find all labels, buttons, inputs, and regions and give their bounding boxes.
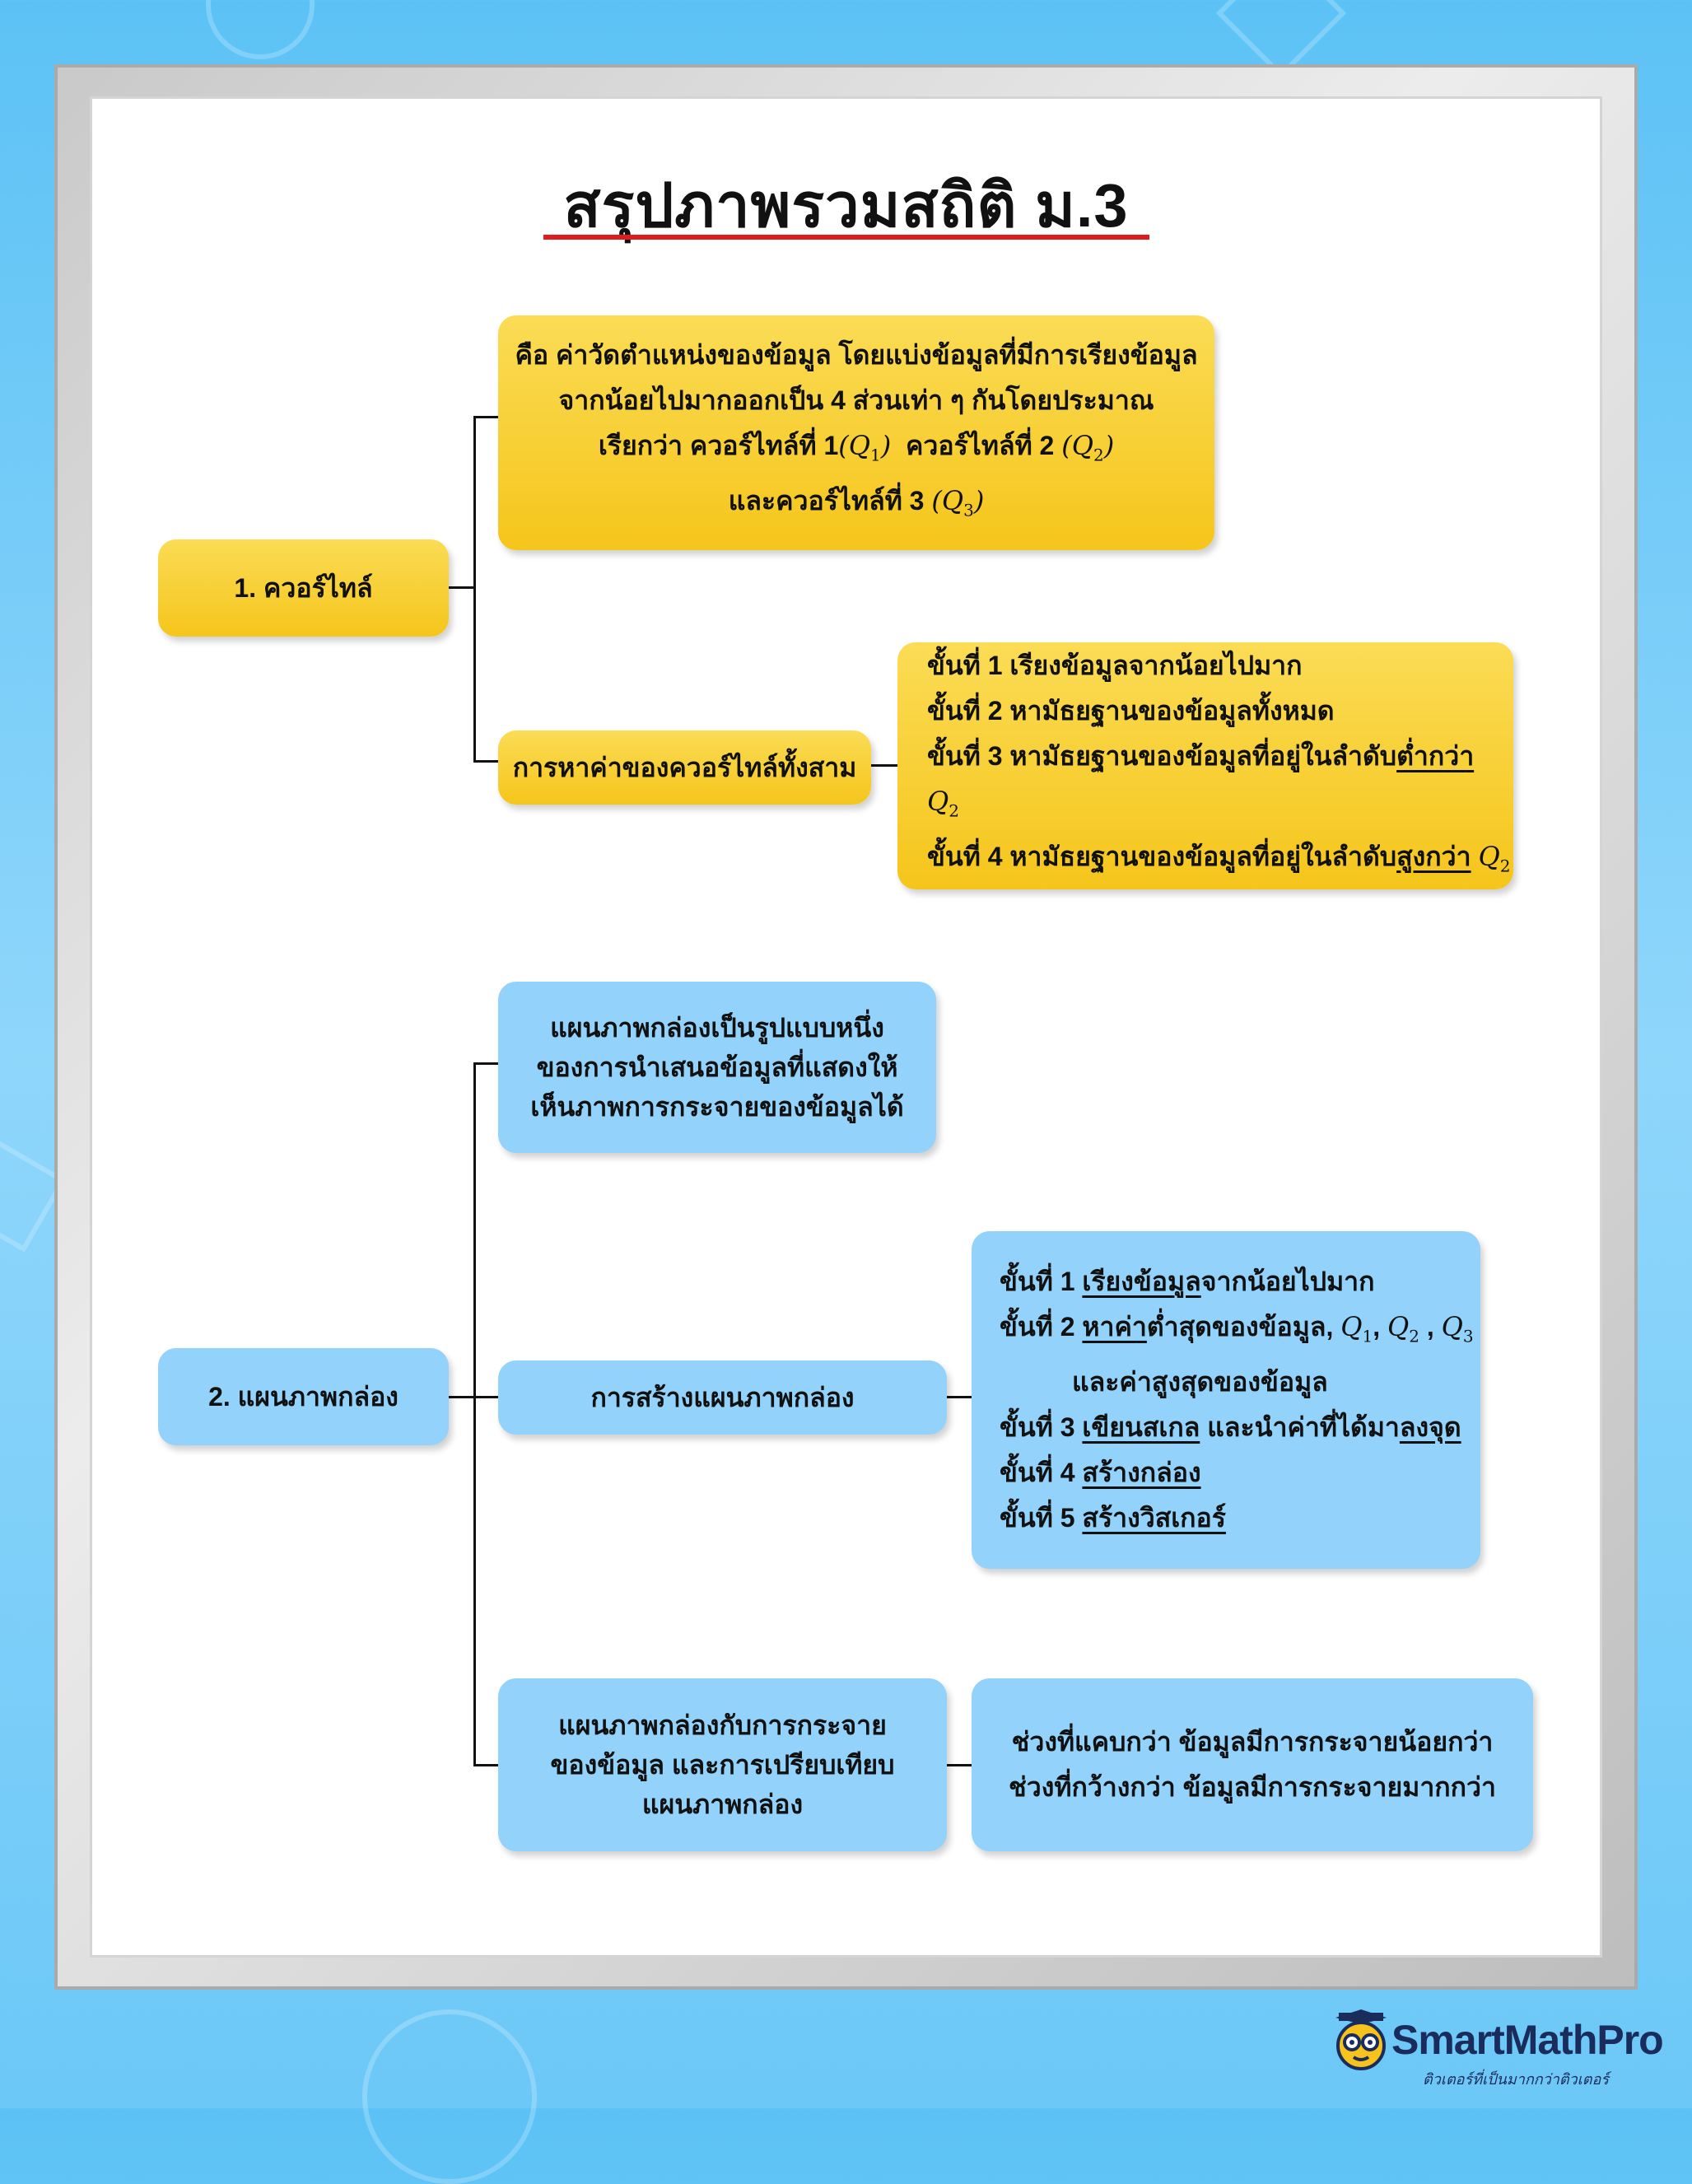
step-line: ขั้นที่ 5 สร้างวิสเกอร์ [1000,1502,1226,1533]
title-underline [543,235,1149,240]
definition-line: และควอร์ไทล์ที่ 3 (Q3) [728,484,985,520]
step-line: ขั้นที่ 1 เรียงข้อมูลจากน้อยไปมาก [927,651,1303,681]
connector-line [473,1764,498,1766]
logo-tagline: ติวเตอร์ที่เป็นมากกว่าติวเตอร์ [1423,2071,1609,2088]
step-line: ขั้นที่ 2 หาค่าต่ำสุดของข้อมูล, Q1, Q2 ,… [1000,1311,1474,1346]
spread-line: ช่วงที่แคบกว่า ข้อมูลมีการกระจายน้อยกว่า [1011,1727,1494,1757]
quartile-definition-box: คือ ค่าวัดตำแหน่งของข้อมูล โดยแบ่งข้อมูล… [498,315,1214,550]
definition-line: เห็นภาพการกระจายของข้อมูลได้ [530,1092,904,1122]
connector-line [947,1396,972,1398]
connector-line [449,1396,475,1398]
definition-line: เรียกว่า ควอร์ไทล์ที่ 1(Q1) ควอร์ไทล์ที่… [598,430,1115,465]
compare-line: แผนภาพกล่อง [641,1790,804,1819]
smartmathpro-logo: SmartMathPro ติวเตอร์ที่เป็นมากกว่าติวเต… [1332,2009,1664,2100]
connector-line [947,1764,972,1766]
background-decoration [206,0,315,59]
quartile-find-label: การหาค่าของควอร์ไทล์ทั้งสาม [512,752,857,782]
step-line: ขั้นที่ 4 หามัธยฐานของข้อมูลที่อยู่ในลำด… [927,840,1511,875]
boxplot-spread-box: ช่วงที่แคบกว่า ข้อมูลมีการกระจายน้อยกว่า… [972,1678,1533,1851]
quartile-label: 1. ควอร์ไทล์ [234,572,373,603]
definition-line: คือ ค่าวัดตำแหน่งของข้อมูล โดยแบ่งข้อมูล… [515,340,1198,371]
definition-line: แผนภาพกล่องเป็นรูปแบบหนึ่ง [550,1013,884,1043]
compare-line: แผนภาพกล่องกับการกระจาย [558,1710,887,1740]
boxplot-node: 2. แผนภาพกล่อง [158,1348,449,1445]
step-line: ขั้นที่ 3 หามัธยฐานของข้อมูลที่อยู่ในลำด… [927,741,1475,821]
step-line: ขั้นที่ 1 เรียงข้อมูลจากน้อยไปมาก [1000,1267,1375,1297]
definition-line: จากน้อยไปมากออกเป็น 4 ส่วนเท่า ๆ กันโดยป… [558,385,1154,416]
step-line: ขั้นที่ 2 หามัธยฐานของข้อมูลทั้งหมด [927,696,1335,726]
connector-line [871,764,897,767]
spread-line: ช่วงที่กว้างกว่า ข้อมูลมีการกระจายมากกว่… [1009,1772,1496,1802]
quartile-node: 1. ควอร์ไทล์ [158,539,449,637]
background-decoration [362,2009,537,2184]
step-line: และค่าสูงสุดของข้อมูล [1072,1366,1328,1397]
boxplot-build-node: การสร้างแผนภาพกล่อง [498,1360,947,1435]
boxplot-steps-box: ขั้นที่ 1 เรียงข้อมูลจากน้อยไปมาก ขั้นที… [972,1231,1480,1569]
page-title: สรุปภาพรวมสถิติ ม.3 [563,171,1129,240]
step-line: ขั้นที่ 3 เขียนสเกล และนำค่าที่ได้มาลงจุ… [1000,1412,1461,1442]
connector-line [473,1396,498,1398]
connector-line [473,416,476,762]
quartile-steps-box: ขั้นที่ 1 เรียงข้อมูลจากน้อยไปมาก ขั้นที… [897,642,1513,889]
boxplot-compare-node: แผนภาพกล่องกับการกระจาย ของข้อมูล และการ… [498,1678,947,1851]
connector-line [473,416,498,418]
quartile-find-node: การหาค่าของควอร์ไทล์ทั้งสาม [498,730,871,805]
connector-line [473,1062,498,1065]
step-line: ขั้นที่ 4 สร้างกล่อง [1000,1457,1201,1487]
compare-line: ของข้อมูล และการเปรียบเทียบ [550,1750,895,1780]
boxplot-definition-box: แผนภาพกล่องเป็นรูปแบบหนึ่ง ของการนำเสนอข… [498,982,936,1153]
owl-mascot-icon [1335,2009,1387,2070]
logo-wordmark: SmartMathPro [1391,2017,1664,2063]
connector-line [473,760,498,763]
connector-line [473,1062,476,1766]
boxplot-label: 2. แผนภาพกล่อง [208,1381,399,1412]
definition-line: ของการนำเสนอข้อมูลที่แสดงให้ [536,1052,898,1082]
boxplot-build-label: การสร้างแผนภาพกล่อง [590,1382,855,1412]
connector-line [449,586,475,589]
